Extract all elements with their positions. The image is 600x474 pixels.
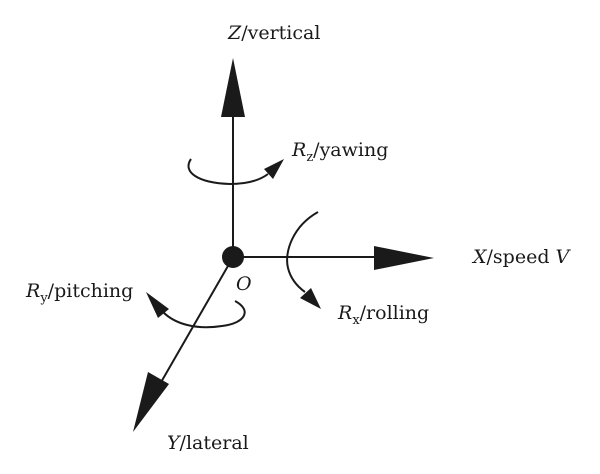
z-axis-label: Z/vertical: [228, 22, 320, 44]
z-axis-name: /vertical: [241, 22, 321, 44]
rx-name: /rolling: [359, 302, 430, 324]
ry-subscript: y: [40, 291, 48, 306]
z-axis-arrowhead: [221, 58, 245, 117]
y-axis-arrowhead: [133, 372, 169, 432]
x-axis-symbol: X: [473, 246, 487, 268]
rz-name: /yawing: [313, 139, 389, 161]
y-axis-symbol: Y: [167, 432, 180, 454]
rz-rotation-arrowhead: [264, 159, 284, 179]
rz-subscript: z: [306, 150, 314, 165]
ry-rotation-arrowhead: [146, 292, 169, 318]
rx-subscript: x: [352, 313, 360, 328]
z-axis-symbol: Z: [228, 22, 242, 44]
rx-label: Rx/rolling: [338, 302, 429, 332]
y-axis-line: [159, 258, 233, 385]
x-axis-name: /speed: [486, 246, 556, 268]
x-axis-label: X/speed V: [473, 246, 569, 268]
rx-symbol: R: [338, 302, 353, 324]
y-axis-label: Y/lateral: [167, 432, 249, 454]
origin-label: O: [236, 273, 252, 295]
rz-symbol: R: [292, 139, 307, 161]
x-axis-speed-symbol: V: [555, 246, 570, 268]
origin-point: [222, 246, 244, 268]
ry-symbol: R: [26, 280, 41, 302]
ry-rotation-arc: [162, 300, 246, 329]
ry-label: Ry/pitching: [26, 280, 133, 310]
ry-name: /pitching: [47, 280, 134, 302]
x-axis-arrowhead: [374, 246, 434, 270]
rz-label: Rz/yawing: [292, 139, 388, 169]
rx-rotation-arc: [286, 211, 319, 293]
y-axis-name: /lateral: [179, 432, 249, 454]
rx-rotation-arrowhead: [300, 288, 321, 309]
rz-rotation-arc: [187, 158, 269, 186]
